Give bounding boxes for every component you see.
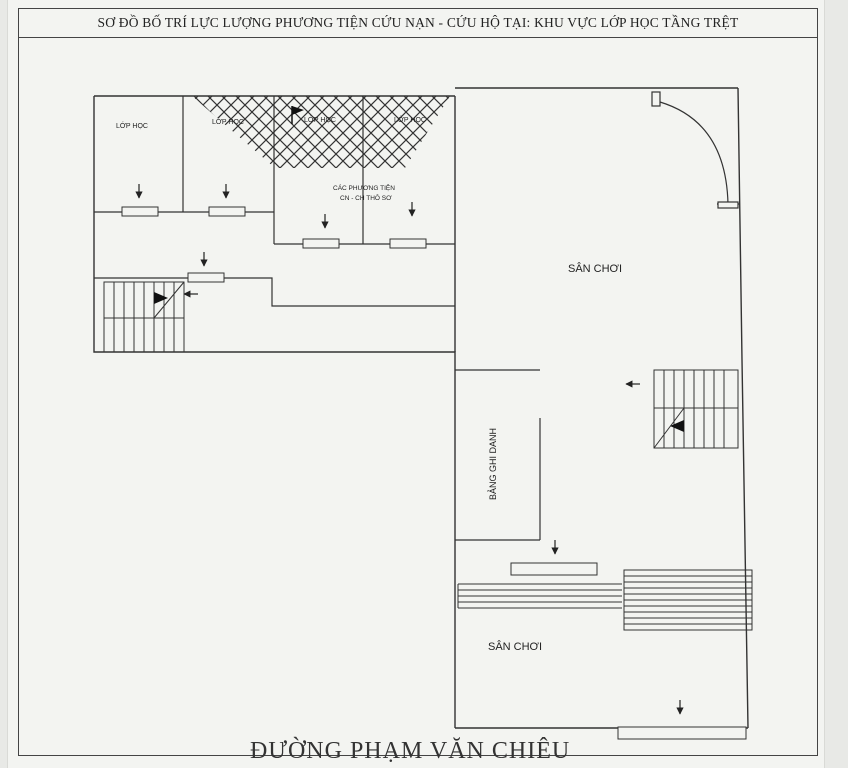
room-label-3: LỚP HỌC [304,115,336,124]
room-label-4: LỚP HỌC [394,115,426,124]
playground-top-label: SÂN CHƠI [568,262,622,275]
curved-gate [651,91,739,209]
flag-icon [291,106,304,124]
building-outline [93,87,749,729]
door-7 [617,726,747,740]
door-2 [208,206,246,217]
stair-right [653,369,739,449]
front-steps [457,569,753,631]
street-name: ĐƯỜNG PHẠM VĂN CHIÊU [250,738,571,764]
door-6 [510,562,598,576]
drawing-frame: SƠ ĐỒ BỐ TRÍ LỰC LƯỢNG PHƯƠNG TIỆN CỨU N… [18,8,818,756]
door-4 [389,238,427,249]
stair-left [103,281,185,353]
evacuation-arrows [135,184,684,715]
title-bar: SƠ ĐỒ BỐ TRÍ LỰC LƯỢNG PHƯƠNG TIỆN CỨU N… [19,9,817,38]
room-label-2: LỚP HỌC [212,117,244,126]
playground-bottom-label: SÂN CHƠI [488,640,542,653]
door-3 [302,238,340,249]
diagram-title: SƠ ĐỒ BỐ TRÍ LỰC LƯỢNG PHƯƠNG TIỆN CỨU N… [97,15,739,30]
door-5 [187,272,225,283]
honor-board-label: BẢNG GHI DANH [487,428,498,500]
room-label-1: LỚP HỌC [116,121,148,130]
equipment-label-line1: CÁC PHƯƠNG TIỆN [333,183,395,192]
inner-walls [455,369,541,541]
door-1 [121,206,159,217]
doors [121,206,747,740]
equipment-label-line2: CN - CH THÔ SƠ [340,193,392,202]
hazard-zone [192,96,450,168]
